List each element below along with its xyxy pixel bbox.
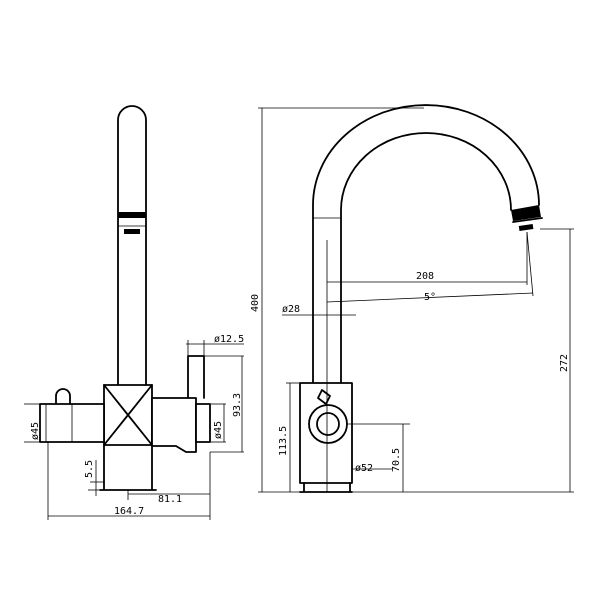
dim-body-height: 113.5 [278, 426, 289, 456]
dim-body-diameter-left: ø45 [30, 422, 41, 440]
dim-half-width: 81.1 [158, 494, 182, 505]
side-handle-inner [316, 412, 340, 436]
dim-reach: 208 [416, 271, 434, 282]
dim-base-offset: 5.5 [84, 460, 95, 478]
dim-lever-diameter: ø12.5 [214, 334, 244, 345]
ext-angle [526, 231, 534, 297]
front-spout-outline [117, 105, 147, 386]
dim-base-diameter: ø52 [355, 463, 373, 474]
side-spout-inner [340, 132, 512, 384]
dim-handle-height: 70.5 [391, 448, 402, 472]
side-base [299, 482, 353, 493]
front-right-lever [187, 355, 205, 399]
front-left-knob [55, 388, 71, 405]
dim-tilt-angle: 5° [424, 292, 436, 303]
front-view [39, 105, 211, 491]
front-dimensions: ø12.5 93.3 ø45 ø45 5.5 81.1 164.7 [24, 334, 244, 520]
side-nozzle [518, 224, 534, 231]
dim-lever-height: 93.3 [232, 393, 243, 417]
front-body-cross-b [103, 384, 153, 446]
side-aerator-band [511, 205, 541, 221]
front-base [99, 444, 157, 491]
dim-overall-width: 164.7 [114, 506, 144, 517]
front-aerator-band [118, 212, 146, 218]
front-right-arm [151, 397, 197, 453]
side-handle-lever [317, 389, 331, 405]
side-aerator-edge [512, 217, 543, 223]
side-spout-outer [312, 104, 540, 384]
dim-spout-diameter: ø28 [282, 304, 300, 315]
side-handle-outer [308, 404, 348, 444]
side-view [299, 104, 543, 493]
dim-body-diameter-right: ø45 [213, 421, 224, 439]
front-nozzle [124, 229, 140, 234]
front-right-cap [195, 403, 211, 443]
dim-overall-height: 400 [250, 294, 261, 312]
dim-line-angle [326, 292, 534, 303]
dim-outlet-height: 272 [559, 354, 570, 372]
side-dimensions: 400 208 5° ø28 272 113.5 70.5 ø52 [250, 107, 574, 493]
